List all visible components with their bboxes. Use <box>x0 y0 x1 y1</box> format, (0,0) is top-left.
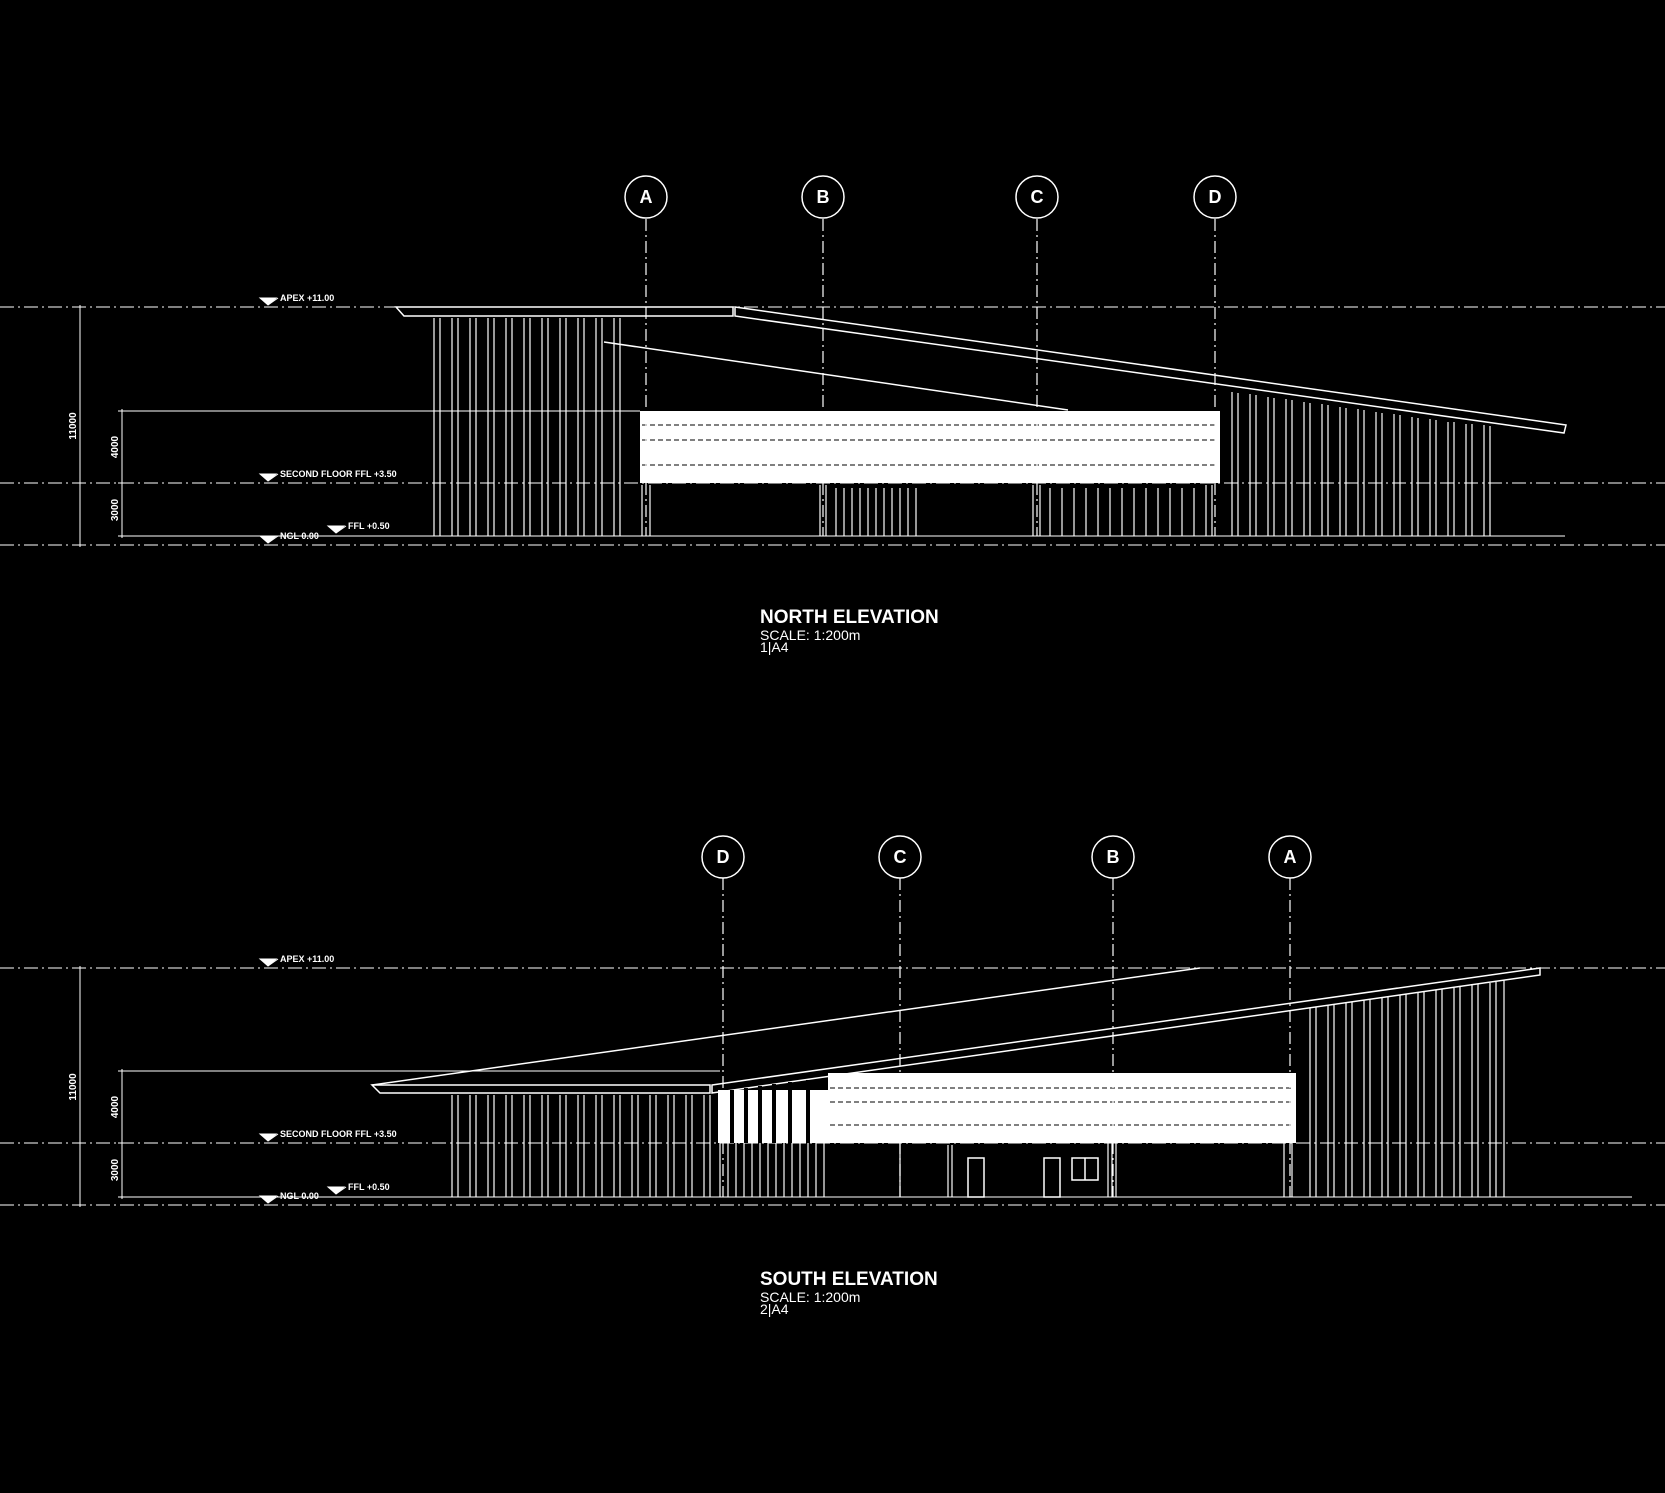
north-dim-upper: 4000 <box>110 435 121 458</box>
north-grid-bubble-d <box>1193 175 1237 219</box>
north-dim-overall: 11000 <box>68 412 79 440</box>
north-elevation-title: NORTH ELEVATION <box>760 607 939 628</box>
south-level-second-floor: SECOND FLOOR FFL +3.50 <box>280 1129 397 1139</box>
south-level-ngl: NGL 0.00 <box>280 1191 319 1201</box>
south-grid-label-1: D <box>717 847 730 867</box>
north-louvres-left <box>433 318 621 536</box>
north-level-markers <box>258 297 347 544</box>
north-dimension-lines <box>76 305 126 547</box>
north-grid-bubble-c <box>1015 175 1059 219</box>
north-grid-label-1: A <box>640 187 653 207</box>
north-level-lines <box>0 306 1665 546</box>
north-grid-bubble-b <box>801 175 845 219</box>
south-louvres-right <box>1309 980 1505 1197</box>
south-grid-bubble-c <box>878 835 922 879</box>
south-elevation-ref: 2|A4 <box>760 1301 789 1317</box>
north-upper-band <box>640 411 1220 483</box>
south-roof <box>370 967 1541 1094</box>
north-level-ngl: NGL 0.00 <box>280 531 319 541</box>
south-dim-lower: 3000 <box>110 1158 121 1181</box>
south-level-markers <box>258 958 347 1204</box>
south-grid-bubble-a <box>1268 835 1312 879</box>
south-level-ffl: FFL +0.50 <box>348 1182 390 1192</box>
south-grid-label-2: C <box>894 847 907 867</box>
south-grid-bubbles <box>701 835 1312 879</box>
south-elevation-scale: SCALE: 1:200m <box>760 1289 860 1305</box>
south-grid-bubble-b <box>1091 835 1135 879</box>
south-door-1 <box>967 1157 985 1198</box>
south-grid-label-3: B <box>1107 847 1120 867</box>
south-upper-band <box>828 1073 1296 1143</box>
south-dim-upper: 4000 <box>110 1095 121 1118</box>
south-grid-bubble-d <box>701 835 745 879</box>
north-level-ffl: FFL +0.50 <box>348 521 390 531</box>
north-grid-label-4: D <box>1209 187 1222 207</box>
north-grid-label-2: B <box>817 187 830 207</box>
north-grid-bubbles <box>624 175 1237 219</box>
north-ground-floor <box>641 485 1213 536</box>
north-elevation-scale: SCALE: 1:200m <box>760 627 860 643</box>
north-level-second-floor: SECOND FLOOR FFL +3.50 <box>280 469 397 479</box>
south-elevation-title: SOUTH ELEVATION <box>760 1269 938 1290</box>
north-grid-lines <box>645 219 1216 536</box>
north-grid-label-3: C <box>1031 187 1044 207</box>
north-grid-bubble-a <box>624 175 668 219</box>
north-dim-lower: 3000 <box>110 498 121 521</box>
south-doors-windows <box>967 1157 1099 1198</box>
north-roof <box>394 306 1567 434</box>
north-elevation-ref: 1|A4 <box>760 639 789 655</box>
south-louvres-left <box>451 1095 711 1197</box>
south-dim-overall: 11000 <box>68 1073 79 1101</box>
north-elevation: 11000 4000 3000 APEX +11.00 SECOND FLOOR… <box>0 175 1665 655</box>
south-grid-label-4: A <box>1284 847 1297 867</box>
south-level-apex: APEX +11.00 <box>280 954 334 964</box>
south-elevation: 11000 4000 3000 APEX +11.00 SECOND FLOOR… <box>0 835 1665 1317</box>
north-level-apex: APEX +11.00 <box>280 293 334 303</box>
north-louvres-right <box>1231 392 1491 536</box>
south-dimension-lines <box>76 966 126 1207</box>
south-ground-floor <box>899 1143 1293 1197</box>
south-grid-lines <box>722 878 1291 1197</box>
south-door-2 <box>1043 1157 1061 1198</box>
south-louvre-transition <box>718 1080 828 1197</box>
